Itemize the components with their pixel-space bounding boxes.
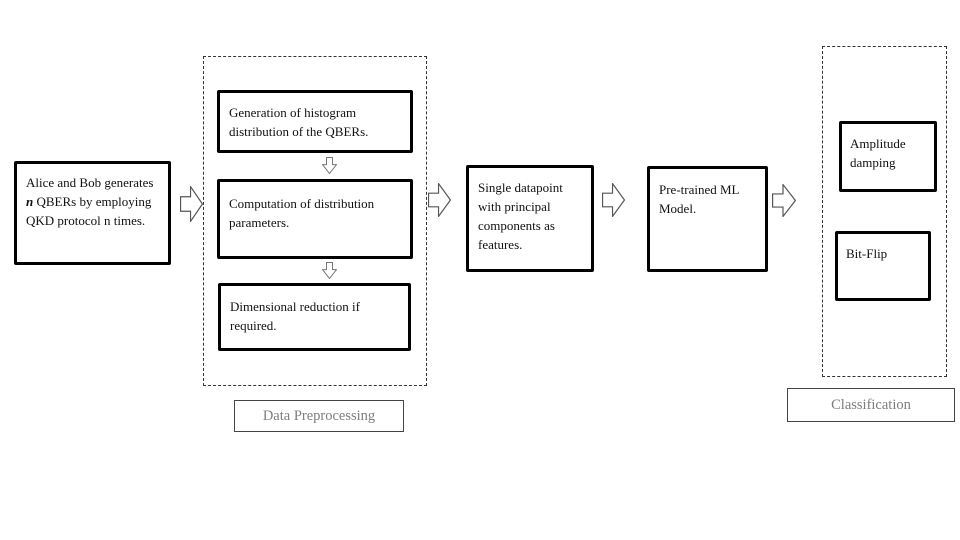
classification-caption-text: Classification <box>831 396 911 413</box>
ml-model-box: Pre-trained ML Model. <box>647 166 768 272</box>
step-dimensional-reduction-box: Dimensional reduction if required. <box>218 283 411 351</box>
flow-arrow-right-icon <box>428 183 451 217</box>
classification-caption: Classification <box>787 388 955 422</box>
flow-arrow-down-icon <box>322 157 337 174</box>
step-dimensional-reduction-text: Dimensional reduction if required. <box>230 299 360 333</box>
class-amplitude-damping-box: Amplitude damping <box>839 121 937 192</box>
flow-arrow-right-icon <box>772 184 796 217</box>
step-histogram-text: Generation of histogram distribution of … <box>229 105 369 139</box>
data-preprocessing-caption: Data Preprocessing <box>234 400 404 432</box>
ml-model-box-text: Pre-trained ML Model. <box>659 182 740 216</box>
source-box-text-pre: Alice and Bob generates <box>26 175 154 190</box>
step-computation-text: Computation of distribution parameters. <box>229 196 375 230</box>
class-amplitude-damping-text: Amplitude damping <box>850 136 906 170</box>
datapoint-box-text: Single datapoint with principal componen… <box>478 180 563 252</box>
classification-group-frame <box>822 46 947 377</box>
preprocessing-group-frame <box>203 56 427 386</box>
flow-arrow-right-icon <box>602 183 625 217</box>
flow-arrow-down-icon <box>322 262 337 279</box>
data-preprocessing-caption-text: Data Preprocessing <box>262 407 376 424</box>
class-bit-flip-text: Bit-Flip <box>846 246 888 261</box>
datapoint-box: Single datapoint with principal componen… <box>466 165 594 272</box>
source-box-n-emphasis: n <box>26 194 34 209</box>
step-computation-box: Computation of distribution parameters. <box>217 179 413 259</box>
class-bit-flip-box: Bit-Flip <box>835 231 931 301</box>
source-box-text-post: QBERs by employing QKD protocol n times. <box>26 194 152 228</box>
source-box-alice-bob: Alice and Bob generates n QBERs by emplo… <box>14 161 171 265</box>
step-histogram-box: Generation of histogram distribution of … <box>217 90 413 153</box>
flow-arrow-right-icon <box>180 186 203 222</box>
